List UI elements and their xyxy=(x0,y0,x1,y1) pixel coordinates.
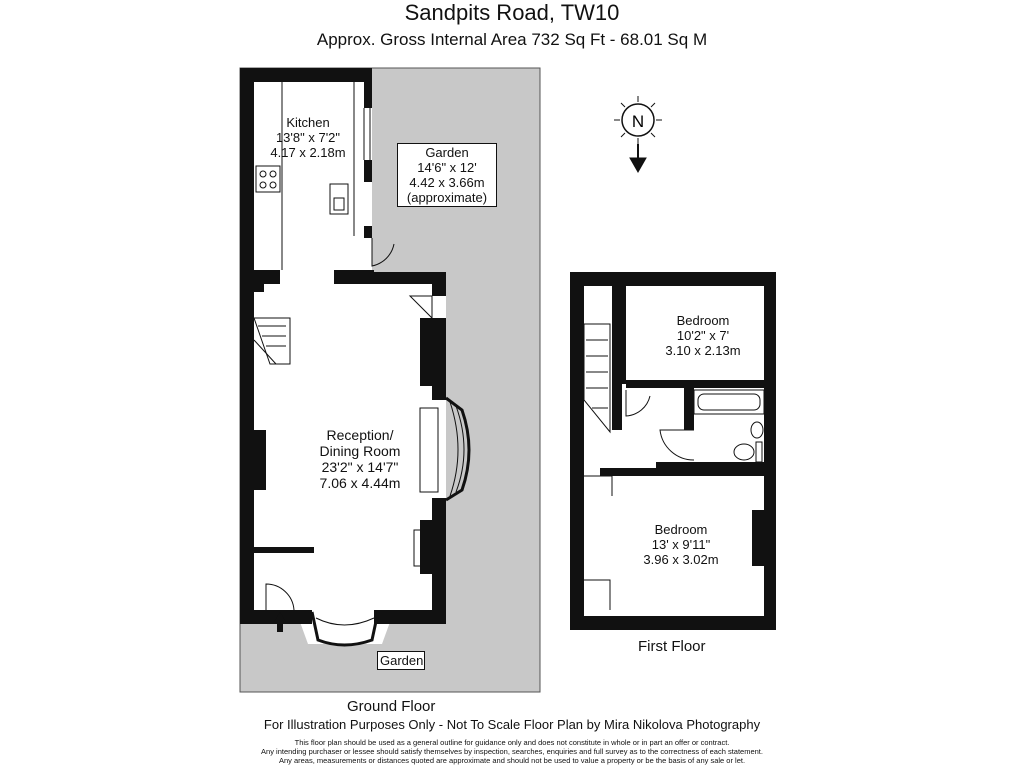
first-floor-fixtures xyxy=(583,273,773,625)
room-name: Reception/ xyxy=(326,427,394,443)
ground-floor-interior xyxy=(240,68,446,644)
entrance-arrow-icon xyxy=(274,612,286,632)
footer-disclaimer-3: Any areas, measurements or distances quo… xyxy=(278,756,746,765)
bay-window-right xyxy=(445,396,471,502)
room-metric: 7.06 x 4.44m xyxy=(319,475,401,491)
room-kitchen: Kitchen 13'8" x 7'2" 4.17 x 2.18m xyxy=(262,115,354,160)
kitchen-units xyxy=(255,82,395,270)
room-imperial: 13' x 9'11" xyxy=(651,537,711,552)
room-reception: Reception/ Dining Room 23'2" x 14'7" 7.0… xyxy=(300,427,420,491)
room-metric: 3.10 x 2.13m xyxy=(665,343,741,358)
room-garden-rear: Garden 14'6" x 12' 4.42 x 3.66m (approxi… xyxy=(397,143,497,207)
room-imperial: 23'2" x 14'7" xyxy=(321,459,399,475)
first-floor-walls xyxy=(570,272,776,630)
room-metric: 4.42 x 3.66m xyxy=(409,175,485,190)
bay-window-front xyxy=(310,611,380,647)
room-name: Kitchen xyxy=(286,115,330,130)
footer-disclaimer-1: This floor plan should be used as a gene… xyxy=(294,738,730,747)
ground-floor-walls xyxy=(240,68,446,624)
room-name: Garden xyxy=(380,653,424,668)
footer-credit: For Illustration Purposes Only - Not To … xyxy=(263,717,761,732)
room-imperial: 14'6" x 12' xyxy=(417,160,477,175)
reception-fixtures xyxy=(253,275,439,611)
gross-area: Approx. Gross Internal Area 732 Sq Ft - … xyxy=(316,30,708,49)
footer-disclaimer-2: Any intending purchaser or lessee should… xyxy=(261,747,763,756)
room-name-line2: Dining Room xyxy=(319,443,401,459)
room-garden-front: Garden xyxy=(377,651,425,670)
room-imperial: 13'8" x 7'2" xyxy=(275,130,341,145)
room-note: (approximate) xyxy=(406,190,488,205)
room-name: Bedroom xyxy=(654,522,708,537)
room-metric: 3.96 x 3.02m xyxy=(643,552,719,567)
plan-title: Sandpits Road, TW10 xyxy=(404,0,620,25)
room-imperial: 10'2" x 7' xyxy=(676,328,730,343)
compass-letter: N xyxy=(632,112,644,131)
room-bedroom-2: Bedroom 13' x 9'11" 3.96 x 3.02m xyxy=(626,522,736,567)
ground-floor-label: Ground Floor xyxy=(347,698,436,715)
room-name: Bedroom xyxy=(676,313,730,328)
room-name: Garden xyxy=(425,145,469,160)
north-compass-icon xyxy=(614,96,662,174)
room-metric: 4.17 x 2.18m xyxy=(270,145,346,160)
first-floor-label: First Floor xyxy=(638,638,706,655)
room-bedroom-1: Bedroom 10'2" x 7' 3.10 x 2.13m xyxy=(648,313,758,358)
